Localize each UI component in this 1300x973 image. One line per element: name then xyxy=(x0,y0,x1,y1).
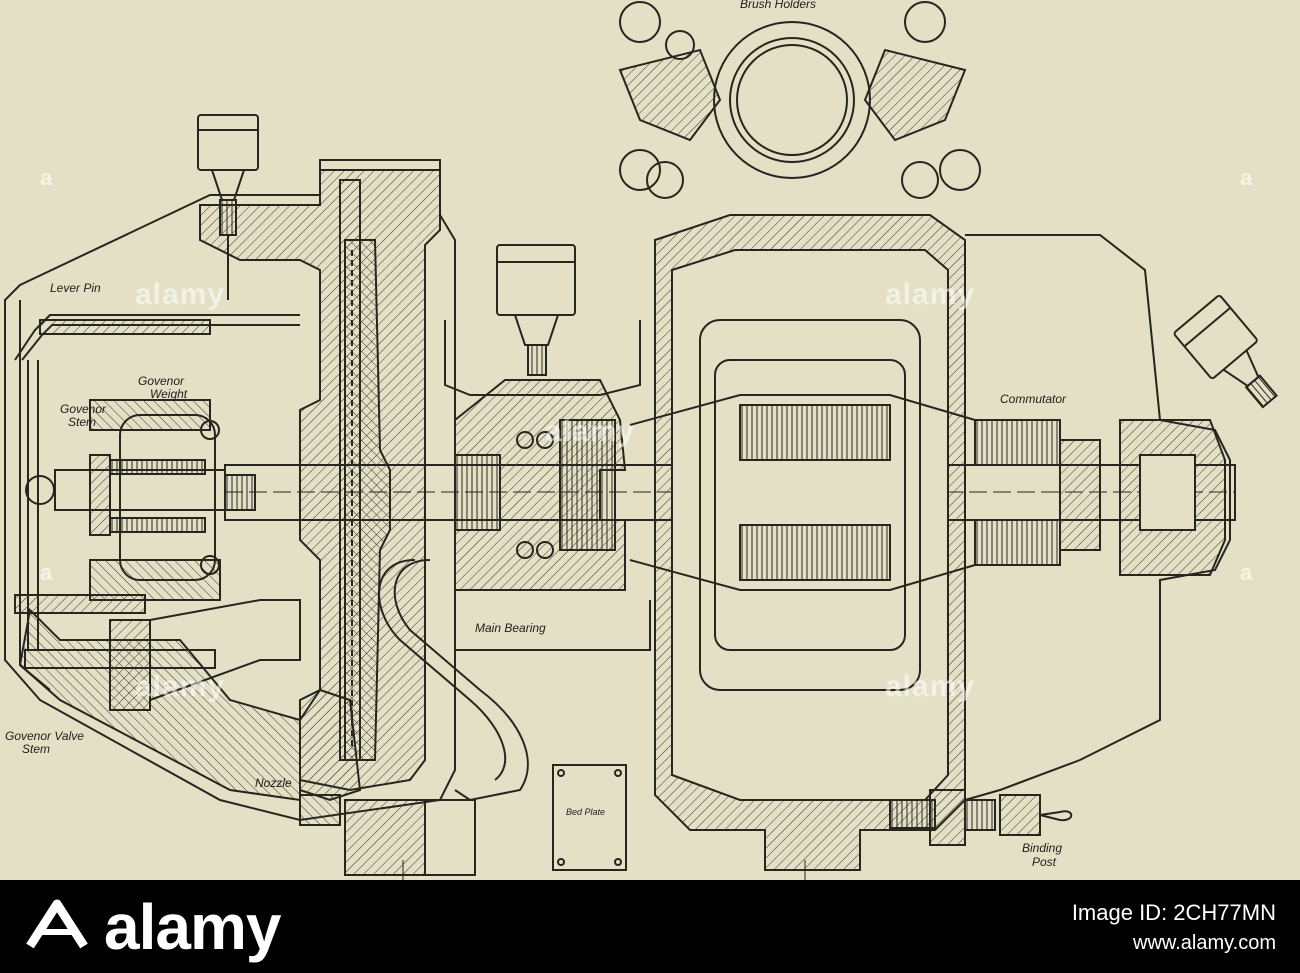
alamy-logo-icon xyxy=(26,899,88,949)
armature xyxy=(629,394,976,591)
nozzle xyxy=(299,688,362,802)
stock-footer-bar: alamy Image ID: 2CH77MN www.alamy.com xyxy=(0,880,1300,973)
bed-plate xyxy=(552,764,627,871)
watermark-text: alamy xyxy=(135,278,226,311)
label-governor-valve-stem-line2: Stem xyxy=(22,742,50,756)
label-commutator: Commutator xyxy=(1000,392,1067,406)
alamy-brand[interactable]: alamy xyxy=(20,890,540,964)
left-foot xyxy=(344,799,426,876)
label-governor-stem-line2: Stem xyxy=(68,415,96,429)
label-governor-weight-line2: Weight xyxy=(150,387,188,401)
label-governor-weight-line1: Govenor xyxy=(138,374,185,388)
image-id: Image ID: 2CH77MN xyxy=(1071,900,1276,925)
oil-cup-right xyxy=(1173,294,1279,409)
watermark-letter: a xyxy=(1240,165,1253,190)
end-bell-housing xyxy=(964,234,1231,801)
label-nozzle: Nozzle xyxy=(255,776,292,790)
watermark-letter: a xyxy=(40,560,53,585)
oil-cup-left xyxy=(197,114,259,300)
diagram-labels: Brush Holders Lever Pin Govenor Weight G… xyxy=(5,0,1067,869)
governor-casing-wall xyxy=(199,169,441,792)
governor-valve-stem xyxy=(14,594,301,711)
label-bed-plate: Bed Plate xyxy=(566,807,605,817)
watermark-text: alamy xyxy=(135,670,226,703)
main-bearing-housing xyxy=(444,244,651,651)
watermark-text: alamy xyxy=(545,415,636,448)
label-governor-stem-line1: Govenor xyxy=(60,402,107,416)
watermark-letter: a xyxy=(40,165,53,190)
steam-pipe xyxy=(393,559,529,802)
label-lever-pin: Lever Pin xyxy=(50,281,101,295)
governor-assembly xyxy=(25,414,226,581)
watermark-text: alamy xyxy=(885,670,976,703)
label-brush-holders: Brush Holders xyxy=(740,0,816,11)
site-url[interactable]: www.alamy.com xyxy=(1133,932,1276,954)
label-main-bearing: Main Bearing xyxy=(475,621,546,635)
watermark-letter: a xyxy=(1240,560,1253,585)
label-binding-post-line2: Post xyxy=(1032,855,1057,869)
watermark-text: alamy xyxy=(885,278,976,311)
brand-name: alamy xyxy=(104,891,281,963)
turbine-generator-cross-section: Brush Holders Lever Pin Govenor Weight G… xyxy=(4,0,1279,880)
label-governor-valve-stem-line1: Govenor Valve xyxy=(5,729,84,743)
label-binding-post-line1: Binding xyxy=(1022,841,1062,855)
commutator xyxy=(974,419,1101,566)
binding-post xyxy=(889,789,1073,846)
brush-holders-inset xyxy=(618,1,981,199)
